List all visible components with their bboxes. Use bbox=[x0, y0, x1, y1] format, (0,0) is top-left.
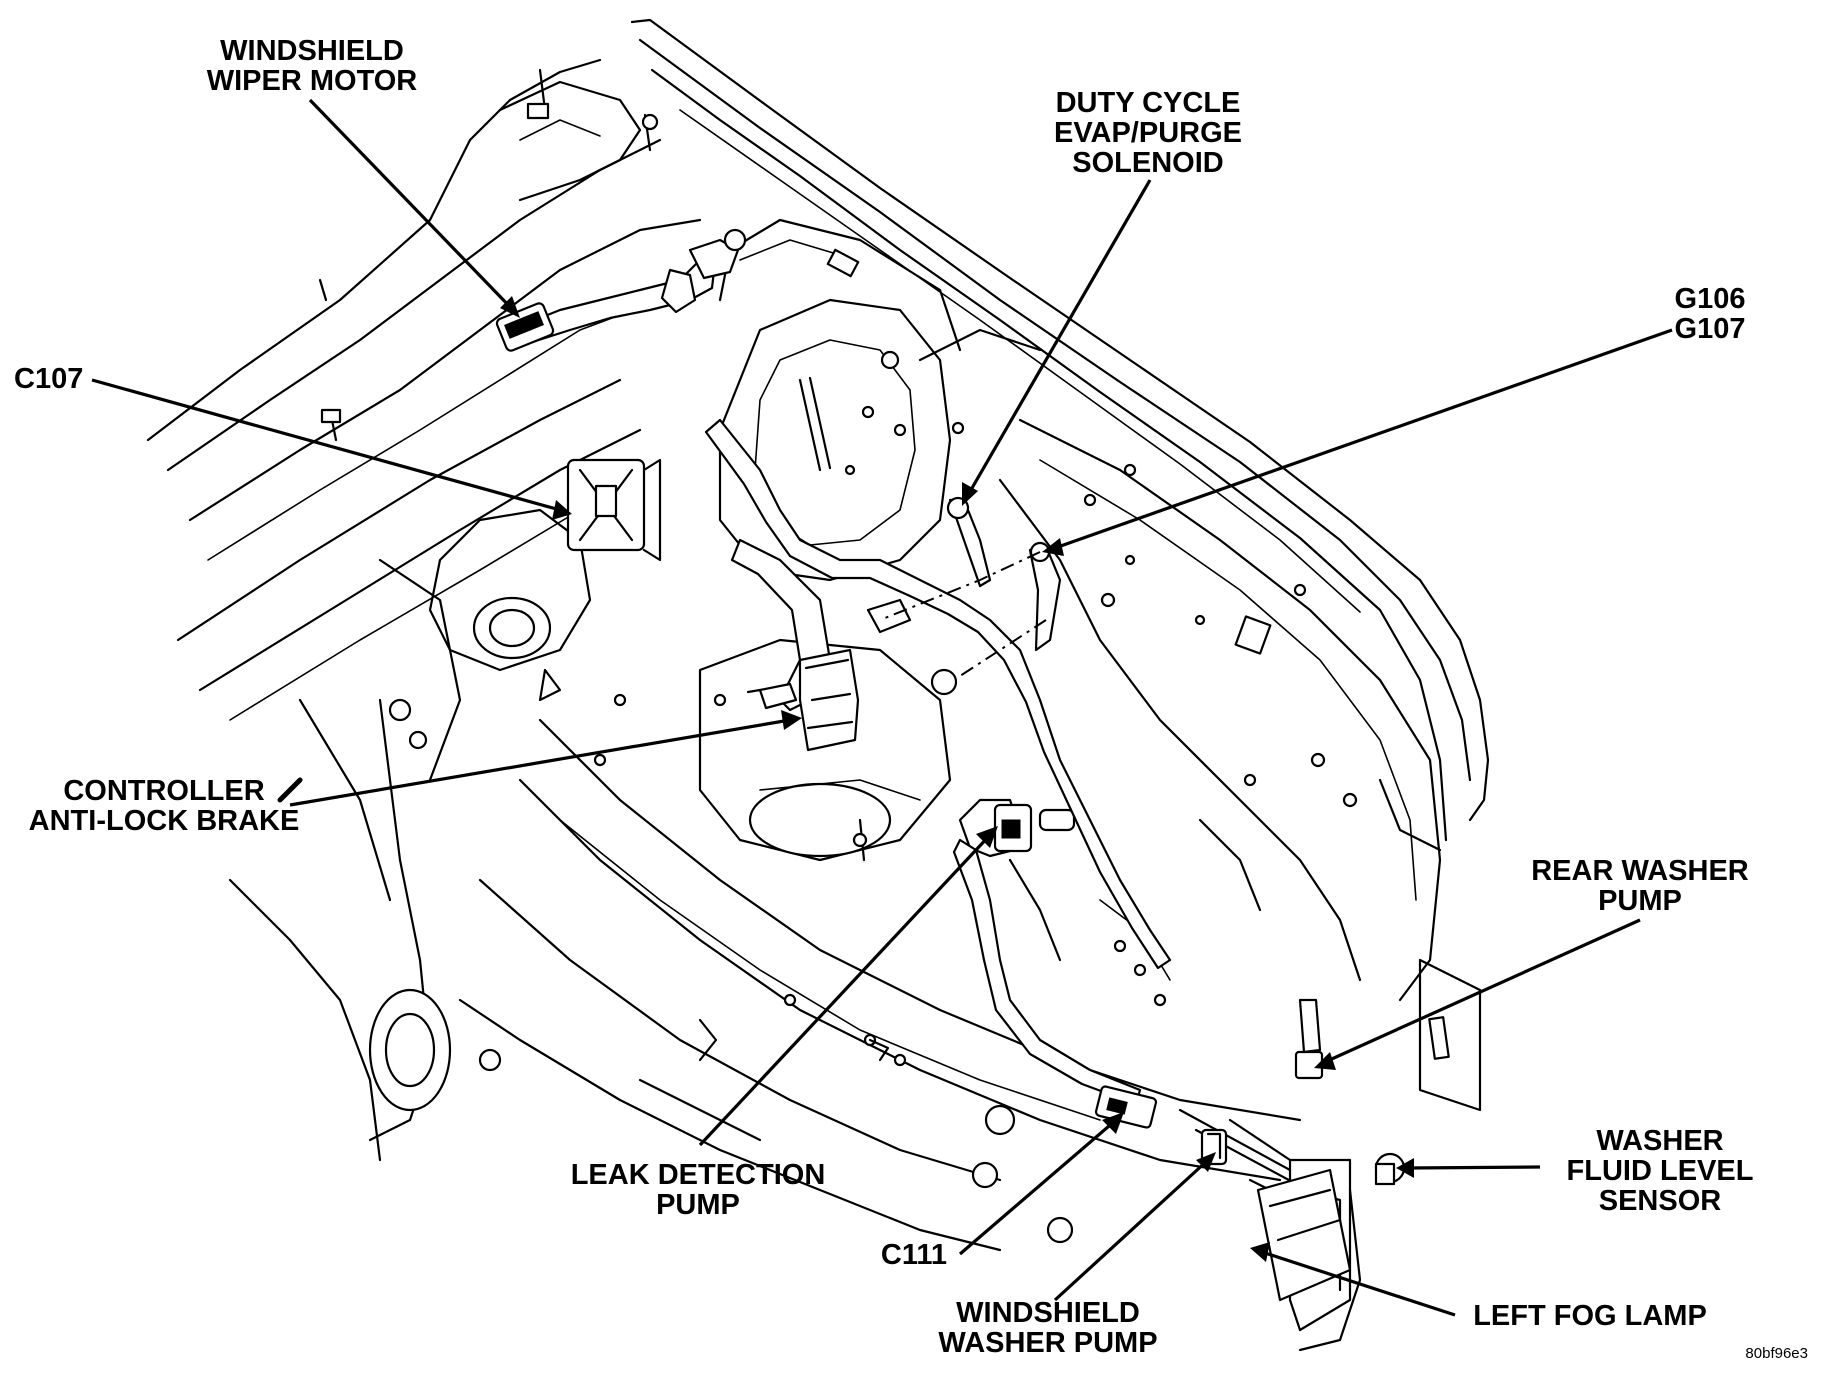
callout-c107: C107 bbox=[14, 363, 83, 395]
label-line: SOLENOID bbox=[1072, 147, 1223, 179]
label-line: EVAP/PURGE bbox=[1054, 117, 1242, 149]
callout-left-fog-lamp: LEFT FOG LAMP bbox=[1473, 1300, 1707, 1332]
label-line: PUMP bbox=[1598, 885, 1682, 917]
callout-controller-anti-lock-brake: CONTROLLER ANTI-LOCK BRAKE bbox=[29, 775, 300, 837]
callout-windshield-washer-pump: WINDSHIELD WASHER PUMP bbox=[938, 1297, 1157, 1359]
label-line: G106 bbox=[1675, 283, 1746, 315]
label-line: WASHER PUMP bbox=[938, 1327, 1157, 1359]
callout-windshield-wiper-motor: WINDSHIELD WIPER MOTOR bbox=[207, 35, 418, 97]
label-line: LEAK DETECTION bbox=[571, 1159, 826, 1191]
callout-c111: C111 bbox=[881, 1239, 947, 1271]
label-line: WINDSHIELD bbox=[956, 1297, 1140, 1329]
label-line: REAR WASHER bbox=[1531, 855, 1749, 887]
label-line: LEFT FOG LAMP bbox=[1473, 1300, 1707, 1332]
label-line: WASHER bbox=[1596, 1125, 1723, 1157]
callout-g106-g107: G106 G107 bbox=[1675, 283, 1746, 345]
leader-lines bbox=[91, 98, 1673, 1317]
wiring-harness bbox=[495, 228, 1406, 1302]
label-line: WIPER MOTOR bbox=[207, 65, 418, 97]
callout-leak-detection-pump: LEAK DETECTION PUMP bbox=[571, 1159, 826, 1221]
label-line: DUTY CYCLE bbox=[1056, 87, 1241, 119]
label-line: SENSOR bbox=[1599, 1185, 1722, 1217]
label-line: G107 bbox=[1675, 313, 1746, 345]
callout-duty-cycle-evap-purge-solenoid: DUTY CYCLE EVAP/PURGE SOLENOID bbox=[1054, 87, 1242, 179]
callout-rear-washer-pump: REAR WASHER PUMP bbox=[1531, 855, 1749, 917]
label-line: ANTI-LOCK BRAKE bbox=[29, 805, 300, 837]
callout-washer-fluid-level-sensor: WASHER FLUID LEVEL SENSOR bbox=[1567, 1125, 1754, 1217]
label-line: C111 bbox=[881, 1239, 947, 1271]
label-line: C107 bbox=[14, 363, 83, 395]
label-line: CONTROLLER bbox=[63, 775, 264, 807]
figure-code: 80bf96e3 bbox=[1745, 1345, 1808, 1362]
vehicle-body-illustration bbox=[146, 18, 1490, 1352]
label-line: PUMP bbox=[656, 1189, 740, 1221]
label-line: FLUID LEVEL bbox=[1567, 1155, 1754, 1187]
label-line: WINDSHIELD bbox=[220, 35, 404, 67]
abs-controller-body bbox=[798, 648, 860, 752]
